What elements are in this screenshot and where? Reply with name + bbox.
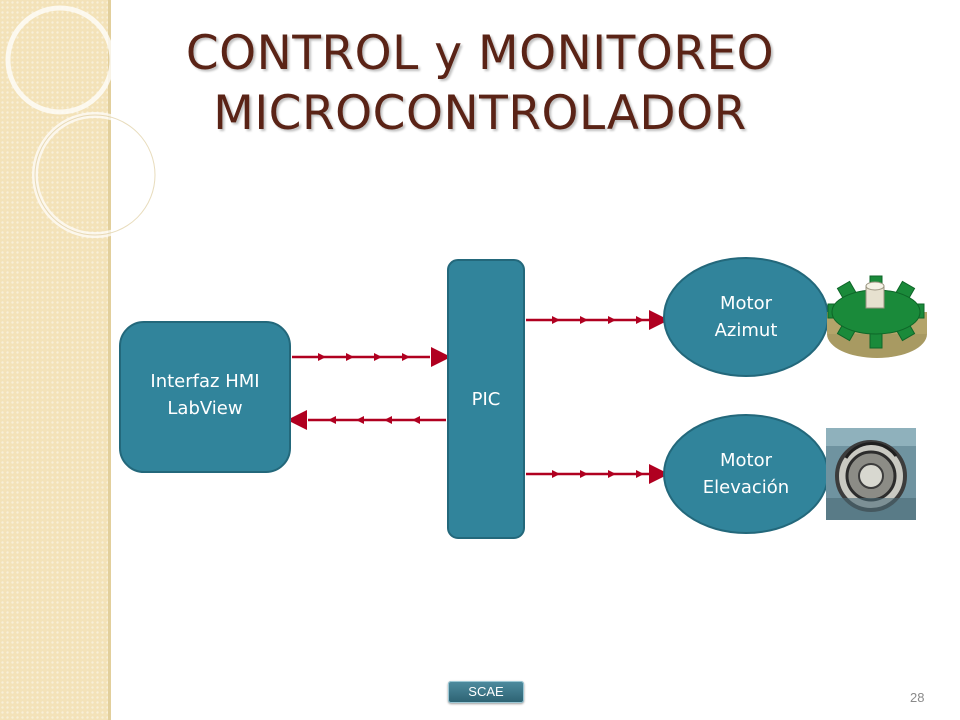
slide-title: CONTROL y MONITOREO MICROCONTROLADOR	[110, 24, 850, 144]
motor-azimut-label: Motor Azimut	[664, 290, 828, 344]
motor-elevacion-label-line-1: Motor	[719, 450, 772, 471]
pic-node	[447, 259, 525, 539]
hmi-label: Interfaz HMI LabView	[120, 368, 290, 422]
arrow-hmi-to-pic	[292, 347, 451, 367]
motor-photo	[826, 428, 916, 520]
decorative-side-band	[0, 0, 108, 720]
arrow-pic-to-motor-azimut	[526, 310, 669, 330]
slide-title-line-2: MICROCONTROLADOR	[213, 86, 747, 141]
scae-button[interactable]: SCAE	[448, 681, 524, 703]
hmi-label-line-2: LabView	[167, 398, 243, 419]
arrow-pic-to-hmi	[287, 410, 446, 430]
slide-title-line-1: CONTROL y MONITOREO	[185, 26, 775, 81]
hmi-label-line-1: Interfaz HMI	[150, 371, 260, 392]
page-number: 28	[910, 690, 925, 705]
motor-azimut-label-line-1: Motor	[719, 293, 772, 314]
motor-azimut-label-line-2: Azimut	[714, 320, 778, 341]
decorative-circles	[5, 5, 158, 238]
motor-elevacion-label: Motor Elevación	[664, 447, 828, 501]
pic-label: PIC	[471, 389, 501, 410]
arrow-pic-to-motor-elevacion	[526, 464, 669, 484]
hmi-node	[119, 321, 291, 473]
motor-elevacion-label-line-2: Elevación	[702, 477, 790, 498]
side-band-edge	[108, 0, 111, 720]
gear-image	[827, 275, 927, 358]
